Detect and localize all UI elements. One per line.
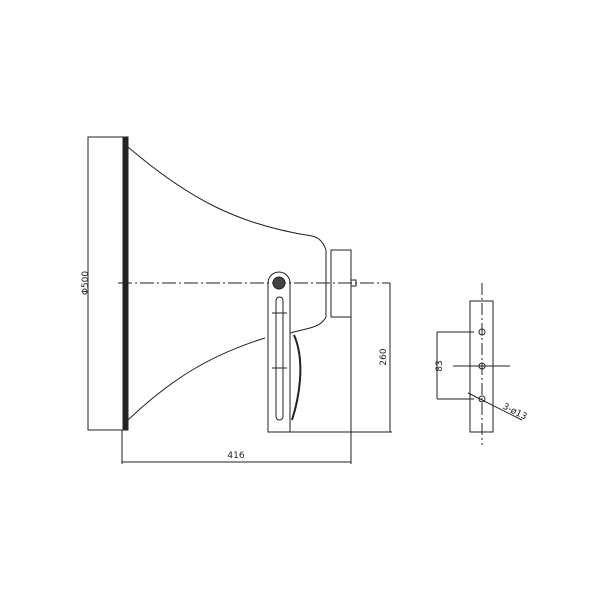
horn-bottom-profile: [127, 337, 266, 421]
dim-height-label: 260: [379, 348, 389, 365]
mounting-bracket: [267, 271, 291, 433]
hole-callout-label: 3-ø13: [501, 402, 529, 423]
dim-length-label: 416: [227, 451, 244, 461]
pivot-bolt: [272, 276, 286, 290]
cable: [291, 334, 302, 421]
bracket-slot: [275, 296, 284, 421]
dim-spacing-label: 83: [435, 360, 445, 371]
horn-rear-body: [289, 250, 327, 334]
horn-side-view: 416 Φ500 260: [81, 136, 392, 464]
mounting-hole: [478, 328, 486, 336]
hole-leader: [467, 392, 523, 421]
dim-diameter-label: Φ500: [81, 271, 91, 296]
bracket-detail-view: 83 3-ø13: [435, 283, 528, 445]
horn-top-profile: [127, 146, 327, 251]
